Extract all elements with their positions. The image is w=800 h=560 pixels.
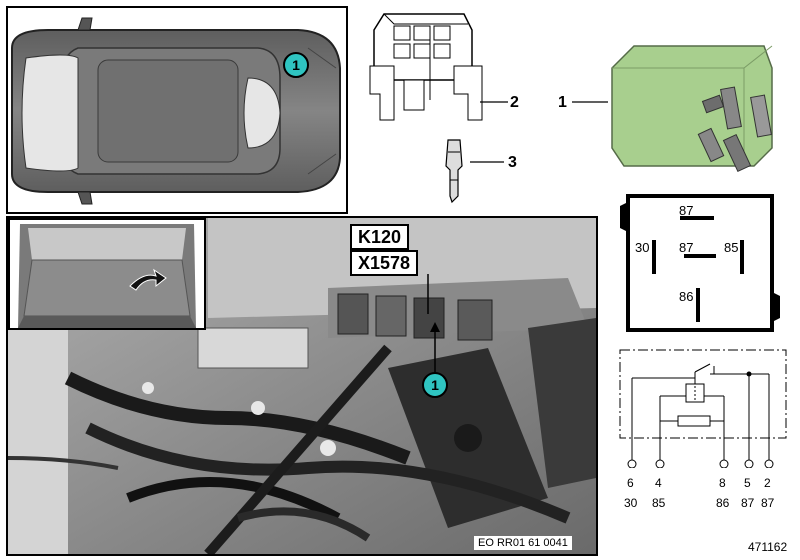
schematic-terminal-label-3: 86 — [716, 496, 730, 510]
callout-arrow — [430, 322, 440, 372]
terminal-pin-illustration — [445, 139, 463, 204]
part-number-2: 2 — [510, 94, 519, 111]
component-label-k120: K120 — [350, 224, 410, 250]
relay-pin-label-top: 87 — [679, 203, 694, 218]
installation-photo-panel: K120 X1578 1 EO RR01 61 0041 — [6, 216, 598, 556]
callout-marker-top: 1 — [283, 52, 309, 78]
connector-housing-illustration — [369, 13, 483, 121]
schematic-terminal-label-1: 30 — [624, 496, 638, 510]
trunk-inset-illustration — [18, 224, 196, 328]
label-leader-line — [427, 274, 429, 314]
schematic-pin-number-5: 2 — [764, 476, 771, 490]
callout-marker-photo: 1 — [422, 372, 448, 398]
schematic-terminal-label-4: 87 — [741, 496, 755, 510]
schematic-pin-number-4: 5 — [744, 476, 751, 490]
part-number-3: 3 — [508, 154, 517, 171]
leader-line-part-1 — [572, 101, 608, 103]
schematic-pin-number-2: 4 — [655, 476, 662, 490]
relay-pin-label-center: 87 — [679, 240, 694, 255]
photo-reference-label: EO RR01 61 0041 — [474, 536, 572, 550]
relay-circuit-schematic — [619, 349, 787, 468]
leader-line-part-3 — [470, 161, 504, 163]
part-number-1: 1 — [558, 94, 567, 111]
schematic-terminal-label-5: 87 — [761, 496, 775, 510]
schematic-terminal-label-2: 85 — [652, 496, 666, 510]
relay-pin-label-bottom: 86 — [679, 289, 694, 304]
component-label-x1578: X1578 — [350, 250, 419, 276]
relay-illustration — [611, 45, 773, 173]
relay-pin-layout-diagram — [620, 194, 780, 332]
relay-pin-label-left: 30 — [635, 240, 650, 255]
car-top-view-illustration — [11, 17, 341, 205]
trunk-inset-panel — [8, 218, 206, 330]
car-top-view-panel: 1 — [6, 6, 348, 214]
diagram-reference-number: 471162 — [748, 540, 788, 554]
schematic-pin-number-3: 8 — [719, 476, 726, 490]
schematic-pin-number-1: 6 — [627, 476, 634, 490]
leader-line-part-2 — [480, 101, 508, 103]
relay-pin-label-right: 85 — [724, 240, 739, 255]
